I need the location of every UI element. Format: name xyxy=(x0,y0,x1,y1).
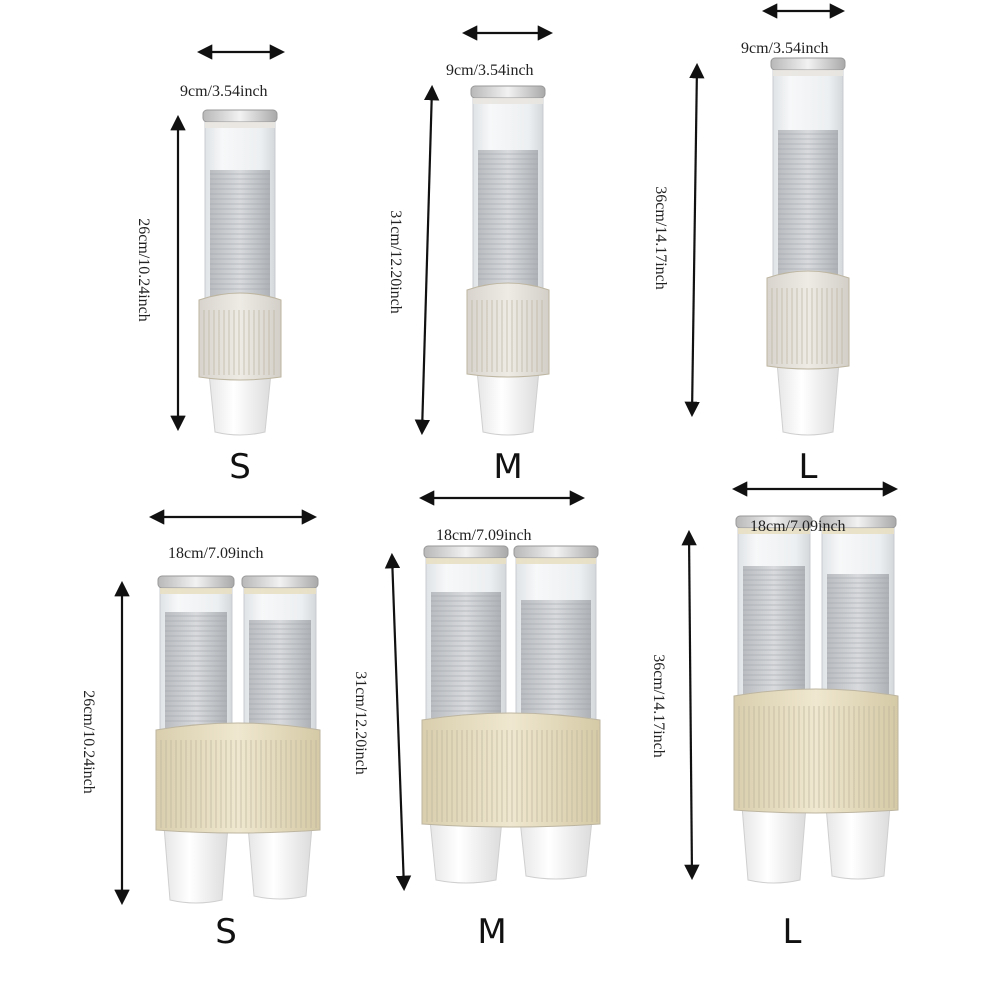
dispenser-double-l-height-arrow xyxy=(681,529,700,881)
size-label-single-m: M xyxy=(493,447,523,487)
dispenser-double-s-right-lid xyxy=(241,575,319,589)
dispenser-single-s-collar-ribs xyxy=(203,310,275,375)
dispenser-double-l xyxy=(733,515,899,884)
dispenser-double-m-left-stack-ridges xyxy=(431,595,501,712)
dispenser-double-s-right-bottom-cup xyxy=(247,825,313,900)
height-label-double-l: 36cm/14.17inch xyxy=(650,654,667,758)
dispenser-double-m-collar xyxy=(421,712,601,828)
dispenser-single-l xyxy=(766,57,850,436)
dispenser-double-m-right-stack-ridges xyxy=(521,603,591,710)
dispenser-single-s-lid-rim xyxy=(205,122,275,128)
height-label-double-m: 31cm/12.20inch xyxy=(352,671,369,775)
dispenser-single-l-height-arrow xyxy=(684,62,705,418)
dispenser-double-m-right-lid-rim xyxy=(516,558,596,564)
dispenser-double-l-right-cup-stack xyxy=(827,574,889,694)
dispenser-double-l-collar-ribs xyxy=(738,706,895,808)
dispenser-double-m-left-lid-rim xyxy=(426,558,506,564)
dispenser-single-m-collar-ribs xyxy=(471,300,543,372)
dispenser-single-m-bottom-cup xyxy=(476,369,540,436)
dispenser-double-s-collar-ribs xyxy=(160,740,317,828)
dispenser-double-l-right-stack-ridges xyxy=(827,577,889,684)
dispenser-single-l-lid-rim xyxy=(773,70,843,76)
height-label-double-s: 26cm/10.24inch xyxy=(80,690,97,794)
dispenser-single-m-collar xyxy=(466,282,550,378)
dispenser-double-l-left-bottom-cup xyxy=(741,805,807,884)
dispenser-single-s-collar xyxy=(198,292,282,381)
size-label-double-s: S xyxy=(215,912,237,952)
size-label-single-s: S xyxy=(229,447,251,487)
dispenser-single-s-stack-ridges xyxy=(210,173,270,290)
dispenser-single-l-bottom-cup xyxy=(776,361,840,436)
dispenser-double-m-height-arrow xyxy=(384,552,412,892)
dispenser-double-m-right-lid xyxy=(513,545,599,559)
dispenser-single-m-stack-ridges xyxy=(478,153,538,280)
dispenser-double-s-left-lid-rim xyxy=(160,588,232,594)
dispenser-double-l-right-bottom-cup xyxy=(825,805,891,880)
height-label-single-l: 36cm/14.17inch xyxy=(652,186,669,290)
dispenser-double-m-left-bottom-cup xyxy=(429,819,503,884)
dispenser-double-l-left-stack-ridges xyxy=(743,569,805,686)
width-label-double-m: 18cm/7.09inch xyxy=(436,527,532,544)
height-label-single-s: 26cm/10.24inch xyxy=(135,218,152,322)
dispenser-double-s-right-lid-rim xyxy=(244,588,316,594)
dispenser-double-m-collar-ribs xyxy=(426,730,598,822)
dispenser-double-l-collar xyxy=(733,688,899,814)
dispenser-single-m-lid-rim xyxy=(473,98,543,104)
height-label-single-m: 31cm/12.20inch xyxy=(387,210,404,314)
size-label-double-l: L xyxy=(782,912,802,952)
dispenser-double-m xyxy=(421,545,601,884)
width-label-single-m: 9cm/3.54inch xyxy=(446,62,534,79)
dispenser-double-m-left-cup-stack xyxy=(431,592,501,718)
dispenser-double-s xyxy=(155,575,321,904)
dispenser-double-s-right-stack-ridges xyxy=(249,623,311,720)
dispenser-single-l-collar-ribs xyxy=(771,288,843,364)
size-label-single-l: L xyxy=(798,447,818,487)
width-label-single-l: 9cm/3.54inch xyxy=(741,40,829,57)
dispenser-single-m-height-arrow xyxy=(414,84,440,436)
dispenser-single-l-lid xyxy=(770,57,846,71)
dispenser-double-s-collar xyxy=(155,722,321,834)
width-label-double-s: 18cm/7.09inch xyxy=(168,545,264,562)
dispenser-single-l-stack-ridges xyxy=(778,133,838,270)
dispenser-double-l-left-lid-rim xyxy=(738,528,810,534)
width-label-double-l: 18cm/7.09inch xyxy=(750,518,846,535)
dispenser-double-m-right-bottom-cup xyxy=(519,819,593,880)
size-label-double-m: M xyxy=(477,912,507,952)
dispenser-double-s-left-lid xyxy=(157,575,235,589)
dispenser-double-m-left-lid xyxy=(423,545,509,559)
width-label-single-s: 9cm/3.54inch xyxy=(180,83,268,100)
dispenser-single-s-bottom-cup xyxy=(208,372,272,436)
dispenser-double-l-right-lid-rim xyxy=(822,528,894,534)
dispenser-single-m-lid xyxy=(470,85,546,99)
dispenser-double-s-left-stack-ridges xyxy=(165,615,227,722)
dispenser-single-m xyxy=(466,85,550,436)
dispenser-double-s-left-bottom-cup xyxy=(163,825,229,904)
dispenser-single-s-lid xyxy=(202,109,278,123)
dispenser-single-s xyxy=(198,109,282,436)
dispenser-single-l-collar xyxy=(766,270,850,370)
